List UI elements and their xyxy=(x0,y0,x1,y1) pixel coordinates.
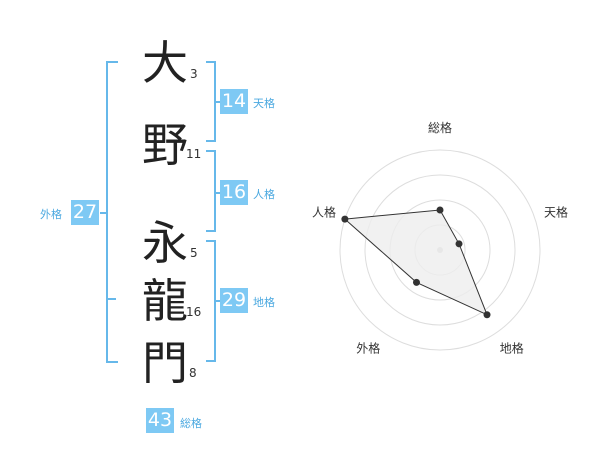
name-char-3: 永 xyxy=(142,216,188,270)
stroke-count-5: 8 xyxy=(189,366,197,380)
jin-label: 人格 xyxy=(253,188,275,201)
radar-axis-label-2: 天格 xyxy=(544,204,568,219)
radar-axis-label-3: 地格 xyxy=(500,341,524,356)
outer-bracket xyxy=(106,61,118,363)
stroke-count-3: 5 xyxy=(190,246,198,260)
chi-label: 地格 xyxy=(253,296,275,309)
name-char-2: 野 xyxy=(142,118,188,172)
gai-label: 外格 xyxy=(40,208,62,221)
radar-point-4 xyxy=(412,278,420,286)
radar-polygon xyxy=(343,209,488,316)
gai-value-badge: 27 xyxy=(71,200,99,225)
chi-bracket-tick xyxy=(216,300,220,302)
radar-ring-4 xyxy=(339,149,541,351)
radar-point-3 xyxy=(483,311,491,319)
outer-bracket-tick xyxy=(100,212,106,214)
radar-axis-label-1: 総格 xyxy=(428,120,452,135)
radar-axis-label-4: 外格 xyxy=(356,341,380,356)
radar-point-1 xyxy=(436,206,444,214)
jin-bracket-tick xyxy=(216,192,220,194)
stroke-count-2: 11 xyxy=(186,147,202,161)
stroke-count-4: 16 xyxy=(186,305,202,319)
outer-bracket-mid xyxy=(106,298,116,300)
radar-axis-label-5: 人格 xyxy=(312,204,336,219)
radar-point-2 xyxy=(455,240,463,248)
sou-value-badge: 43 xyxy=(146,408,174,433)
radar-ring-3 xyxy=(364,174,516,326)
ten-value-badge: 14 xyxy=(220,89,248,114)
stroke-count-1: 3 xyxy=(190,67,198,81)
name-char-5: 門 xyxy=(142,336,188,390)
sou-label: 総格 xyxy=(180,417,202,430)
chi-value-badge: 29 xyxy=(220,288,248,313)
ten-bracket xyxy=(206,61,216,142)
radar-point-5 xyxy=(341,215,349,223)
jin-bracket xyxy=(206,150,216,232)
ten-label: 天格 xyxy=(253,97,275,110)
name-char-1: 大 xyxy=(142,36,188,90)
name-char-4: 龍 xyxy=(142,274,188,328)
chi-bracket xyxy=(206,240,216,362)
jin-value-badge: 16 xyxy=(220,180,248,205)
ten-bracket-tick xyxy=(216,101,220,103)
